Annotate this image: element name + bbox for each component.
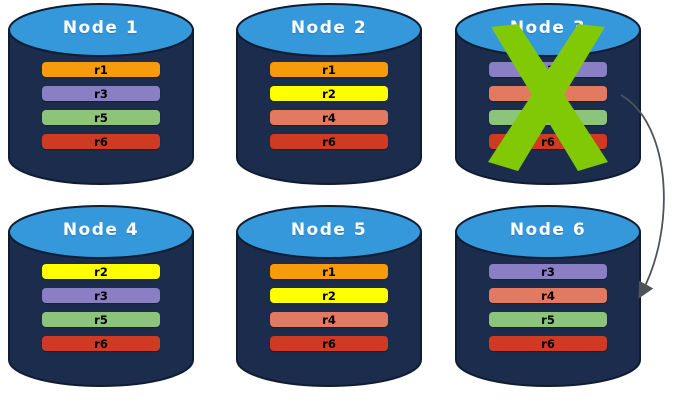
node-5-record-list: r1 r2 r4 r6 [270, 264, 388, 360]
record-bar-r6[interactable]: r6 [270, 134, 388, 149]
node-2-record-list: r1 r2 r4 r6 [270, 62, 388, 158]
record-bar-r3[interactable]: r3 [489, 264, 607, 279]
record-bar-r5[interactable]: r5 [489, 110, 607, 125]
record-bar-r4[interactable]: r4 [270, 312, 388, 327]
cylinder-top-ellipse [8, 205, 194, 259]
record-bar-r2[interactable]: r2 [270, 288, 388, 303]
record-bar-r6[interactable]: r6 [270, 336, 388, 351]
node-1-record-list: r1 r3 r5 r6 [42, 62, 160, 158]
record-bar-r2[interactable]: r2 [270, 86, 388, 101]
node-4-record-list: r2 r3 r5 r6 [42, 264, 160, 360]
record-bar-r3[interactable]: r3 [489, 62, 607, 77]
cylinder-top-ellipse [455, 205, 641, 259]
record-bar-r5[interactable]: r5 [42, 312, 160, 327]
cylinder-top-ellipse [455, 3, 641, 57]
node-3-record-list: r3 r4 r5 r6 [489, 62, 607, 158]
record-bar-r1[interactable]: r1 [42, 62, 160, 77]
record-bar-r2[interactable]: r2 [42, 264, 160, 279]
record-bar-r5[interactable]: r5 [489, 312, 607, 327]
cylinder-top-ellipse [236, 3, 422, 57]
record-bar-r3[interactable]: r3 [42, 86, 160, 101]
node-6-record-list: r3 r4 r5 r6 [489, 264, 607, 360]
record-bar-r6[interactable]: r6 [42, 134, 160, 149]
record-bar-r1[interactable]: r1 [270, 62, 388, 77]
record-bar-r4[interactable]: r4 [270, 110, 388, 125]
record-bar-r6[interactable]: r6 [489, 134, 607, 149]
record-bar-r3[interactable]: r3 [42, 288, 160, 303]
record-bar-r4[interactable]: r4 [489, 288, 607, 303]
record-bar-r6[interactable]: r6 [42, 336, 160, 351]
record-bar-r1[interactable]: r1 [270, 264, 388, 279]
cylinder-top-ellipse [236, 205, 422, 259]
cylinder-top-ellipse [8, 3, 194, 57]
record-bar-r6[interactable]: r6 [489, 336, 607, 351]
record-bar-r4[interactable]: r4 [489, 86, 607, 101]
record-bar-r5[interactable]: r5 [42, 110, 160, 125]
